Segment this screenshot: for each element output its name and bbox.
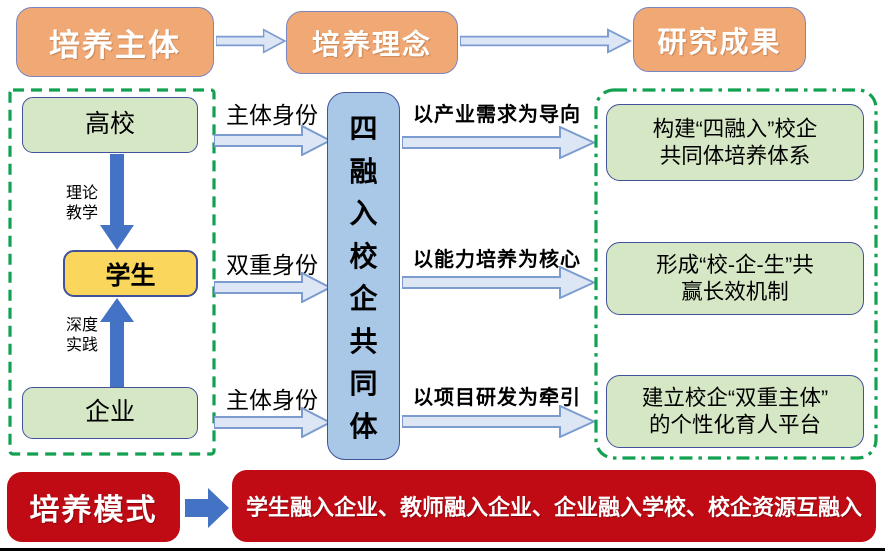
top-box-training-subject: 培养主体 — [16, 7, 214, 77]
arrow-right-icon — [460, 28, 632, 54]
arrow-right-icon — [402, 405, 596, 438]
principle-label-project-rd: 以项目研发为牵引 — [413, 387, 581, 409]
left-panel-dashed-border — [8, 88, 216, 456]
result-box-personalized-platform: 建立校企“双重主体” 的个性化育人平台 — [606, 375, 864, 448]
top-box-training-concept: 培养理念 — [286, 11, 458, 74]
theory-teaching-label: 理论 教学 — [52, 184, 112, 225]
result-box-winwin-mechanism: 形成“校-企-生”共 赢长效机制 — [606, 242, 864, 315]
principle-label-industry-demand: 以产业需求为导向 — [413, 104, 581, 126]
practice-line-1: 深度 — [65, 317, 98, 334]
principle-label-ability-core: 以能力培养为核心 — [413, 249, 581, 271]
result-2-line-2: 赢长效机制 — [681, 279, 789, 304]
arrow-right-icon — [402, 266, 596, 299]
result-1-line-1: 构建“四融入”校企 — [652, 116, 818, 141]
bottom-divider-line — [0, 548, 885, 551]
university-box: 高校 — [22, 97, 198, 153]
arrow-right-icon — [214, 125, 332, 156]
result-1-line-2: 共同体培养体系 — [659, 143, 811, 168]
result-box-system: 构建“四融入”校企 共同体培养体系 — [606, 104, 864, 181]
result-3-line-1: 建立校企“双重主体” — [641, 385, 829, 410]
enterprise-box: 企业 — [22, 387, 198, 439]
student-box: 学生 — [63, 250, 198, 297]
top-box-research-results: 研究成果 — [633, 7, 806, 72]
arrow-right-icon — [185, 488, 229, 528]
arrow-right-icon — [216, 28, 286, 54]
results-panel-dashdot-border — [594, 88, 878, 460]
arrow-right-icon — [214, 407, 332, 438]
training-mode-box: 培养模式 — [7, 472, 180, 542]
deep-practice-label: 深度 实践 — [52, 316, 112, 357]
theory-line-2: 教学 — [65, 205, 98, 223]
practice-line-2: 实践 — [65, 337, 98, 355]
identity-label-subject-top: 主体身份 — [226, 102, 318, 128]
arrow-down-icon — [100, 154, 134, 250]
result-3-line-2: 的个性化育人平台 — [648, 412, 821, 437]
arrow-right-icon — [402, 126, 596, 159]
integration-content-box: 学生融入企业、教师融入企业、企业融入学校、校企资源互融入 — [232, 470, 876, 542]
arrow-right-icon — [214, 272, 332, 303]
result-2-line-1: 形成“校-企-生”共 — [656, 252, 814, 277]
theory-line-1: 理论 — [65, 185, 98, 202]
arrow-up-icon — [100, 298, 134, 388]
center-community-box: 四融入校企共同体 — [327, 92, 400, 460]
